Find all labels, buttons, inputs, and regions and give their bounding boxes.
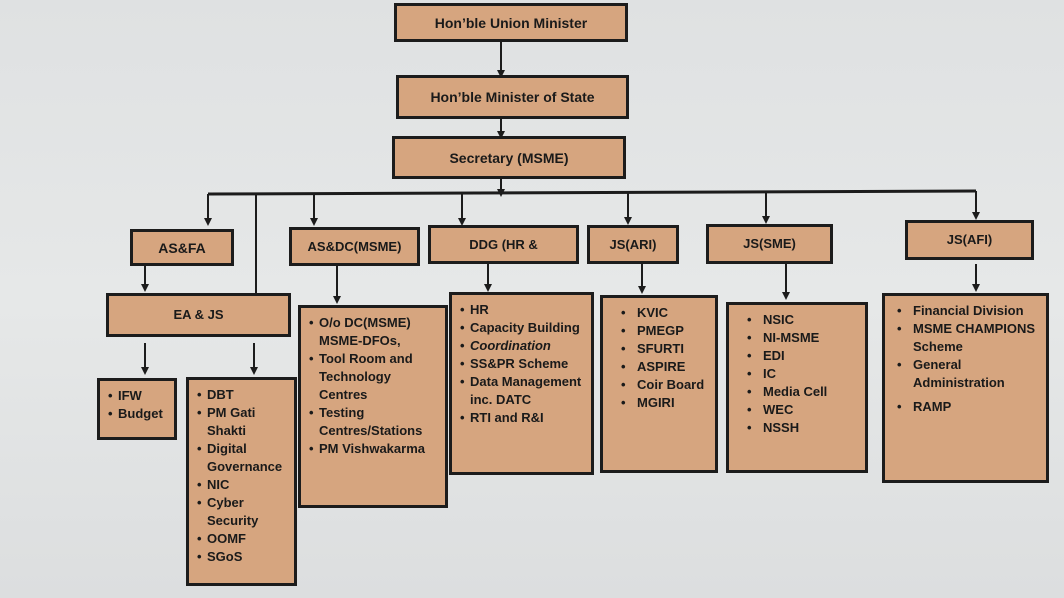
js-ari-box: JS(ARI)	[587, 225, 679, 264]
js-afi-box: JS(AFI)	[905, 220, 1034, 260]
list-item: PM Gati Shakti	[197, 404, 286, 440]
list-item: O/o DC(MSME) MSME-DFOs,	[309, 314, 437, 350]
horizontal-bus	[207, 189, 977, 196]
ddg-box: DDG (HR &	[428, 225, 579, 264]
list-item: Coordination	[460, 337, 583, 355]
list-item: Tool Room and Technology Centres	[309, 350, 437, 404]
js-ari-list-box: KVIC PMEGP SFURTI ASPIRE Coir Board MGIR…	[600, 295, 718, 473]
asdc-label: AS&DC(MSME)	[307, 238, 402, 254]
list-item: ASPIRE	[615, 358, 707, 376]
secretary-box: Secretary (MSME)	[392, 136, 626, 179]
list-item: DBT	[197, 386, 286, 404]
list-item: SFURTI	[615, 340, 707, 358]
list-item: PM Vishwakarma	[309, 440, 437, 458]
secretary-label: Secretary (MSME)	[449, 149, 569, 166]
list-item: WEC	[741, 401, 857, 419]
list-item: IFW	[108, 387, 166, 405]
list-item: HR	[460, 301, 583, 319]
list-item: Media Cell	[741, 383, 857, 401]
list-item: NSSH	[741, 419, 857, 437]
list-item: EDI	[741, 347, 857, 365]
list-item: NIC	[197, 476, 286, 494]
list-item: PMEGP	[615, 322, 707, 340]
list-item: Financial Division	[891, 302, 1038, 320]
list-item: OOMF	[197, 530, 286, 548]
asdc-list-box: O/o DC(MSME) MSME-DFOs, Tool Room and Te…	[298, 305, 448, 508]
asfa-label: AS&FA	[158, 239, 206, 256]
asdc-box: AS&DC(MSME)	[289, 227, 420, 266]
js-afi-label: JS(AFI)	[946, 232, 993, 247]
ddg-list-box: HR Capacity Building Coordination SS&PR …	[449, 292, 594, 475]
list-item: NSIC	[741, 311, 857, 329]
js-afi-list-box: Financial Division MSME CHAMPIONS Scheme…	[882, 293, 1049, 483]
dbt-box: DBT PM Gati Shakti Digital Governance NI…	[186, 377, 297, 586]
ddg-label: DDG (HR &	[469, 236, 538, 252]
list-item: Cyber Security	[197, 494, 286, 530]
minister-of-state-label: Hon’ble Minister of State	[430, 89, 595, 105]
list-item: RTI and R&I	[460, 409, 583, 427]
list-item: MGIRI	[615, 394, 707, 412]
list-item: Budget	[108, 405, 166, 423]
minister-of-state-box: Hon’ble Minister of State	[396, 75, 629, 119]
list-item: SGoS	[197, 548, 286, 566]
union-minister-box: Hon’ble Union Minister	[394, 3, 628, 42]
list-item: Digital Governance	[197, 440, 286, 476]
ifw-budget-box: IFW Budget	[97, 378, 177, 440]
ea-js-box: EA & JS	[106, 293, 291, 337]
list-item: Testing Centres/Stations	[309, 404, 437, 440]
list-item: RAMP	[891, 398, 1038, 416]
list-item: Capacity Building	[460, 319, 583, 337]
js-sme-box: JS(SME)	[706, 224, 833, 264]
list-item: NI-MSME	[741, 329, 857, 347]
list-item: SS&PR Scheme	[460, 355, 583, 373]
list-item-italic-text: Coordination	[470, 338, 551, 353]
js-ari-label: JS(ARI)	[609, 236, 657, 252]
list-item: KVIC	[615, 304, 707, 322]
list-item: General Administration	[891, 356, 1038, 392]
union-minister-label: Hon’ble Union Minister	[434, 14, 588, 31]
list-item: IC	[741, 365, 857, 383]
js-sme-label: JS(SME)	[743, 236, 796, 251]
asfa-box: AS&FA	[130, 229, 234, 266]
list-item: Coir Board	[615, 376, 707, 394]
js-sme-list-box: NSIC NI-MSME EDI IC Media Cell WEC NSSH	[726, 302, 868, 473]
list-item: MSME CHAMPIONS Scheme	[891, 320, 1038, 356]
list-item: Data Management inc. DATC	[460, 373, 583, 409]
ea-js-label: EA & JS	[173, 307, 224, 322]
